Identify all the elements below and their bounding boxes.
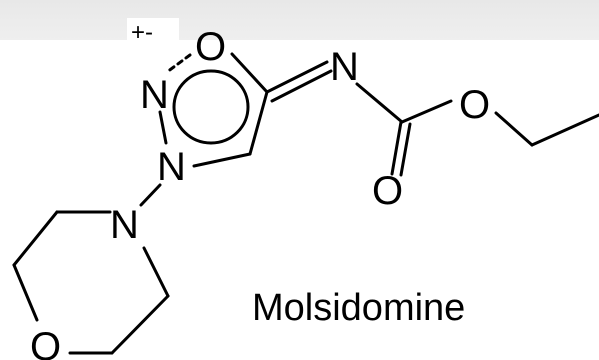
bond-morph-c3-c4 [110, 294, 170, 355]
bond-carbonyl-ester-o [400, 99, 453, 124]
atom-ester-oxygen: O [459, 83, 490, 127]
aromatic-ring-circle [172, 69, 250, 145]
bond-n-carbonyl [355, 82, 404, 124]
atom-ring-oxygen: O [195, 25, 226, 69]
atom-ring-nitrogen-3: N [157, 145, 186, 189]
atom-carbonyl-oxygen: O [372, 169, 403, 213]
bond-n3-c4 [192, 152, 252, 168]
atom-morpholine-oxygen: O [30, 325, 61, 360]
molecule-name-caption: Molsidomine [252, 287, 465, 329]
bond-morph-c1-c2 [12, 210, 59, 267]
bond-carbonyl-o-a [390, 120, 403, 176]
atom-ring-nitrogen-2: N [140, 73, 169, 117]
atom-imine-nitrogen: N [330, 45, 359, 89]
atom-morpholine-nitrogen: N [110, 203, 139, 247]
charge-background [127, 18, 179, 46]
bond-c5-n-imine-b [270, 69, 333, 103]
bond-c5-n-imine-a [265, 60, 329, 94]
bond-morph-c4-n [142, 246, 170, 298]
bond-o1-n2 [165, 53, 192, 74]
bond-ch2-ch3 [530, 113, 599, 147]
bond-ester-o-ch2 [494, 111, 534, 147]
bond-c4-c5 [248, 90, 269, 156]
bond-carbonyl-o-b [399, 122, 412, 177]
bond-n3-morph-n [139, 183, 162, 207]
charge-label: +- [131, 19, 153, 46]
top-background-strip [0, 0, 599, 40]
bond-morph-c2-o [12, 263, 39, 322]
bond-n2-n3 [158, 110, 168, 145]
bond-o1-c5 [230, 52, 269, 94]
